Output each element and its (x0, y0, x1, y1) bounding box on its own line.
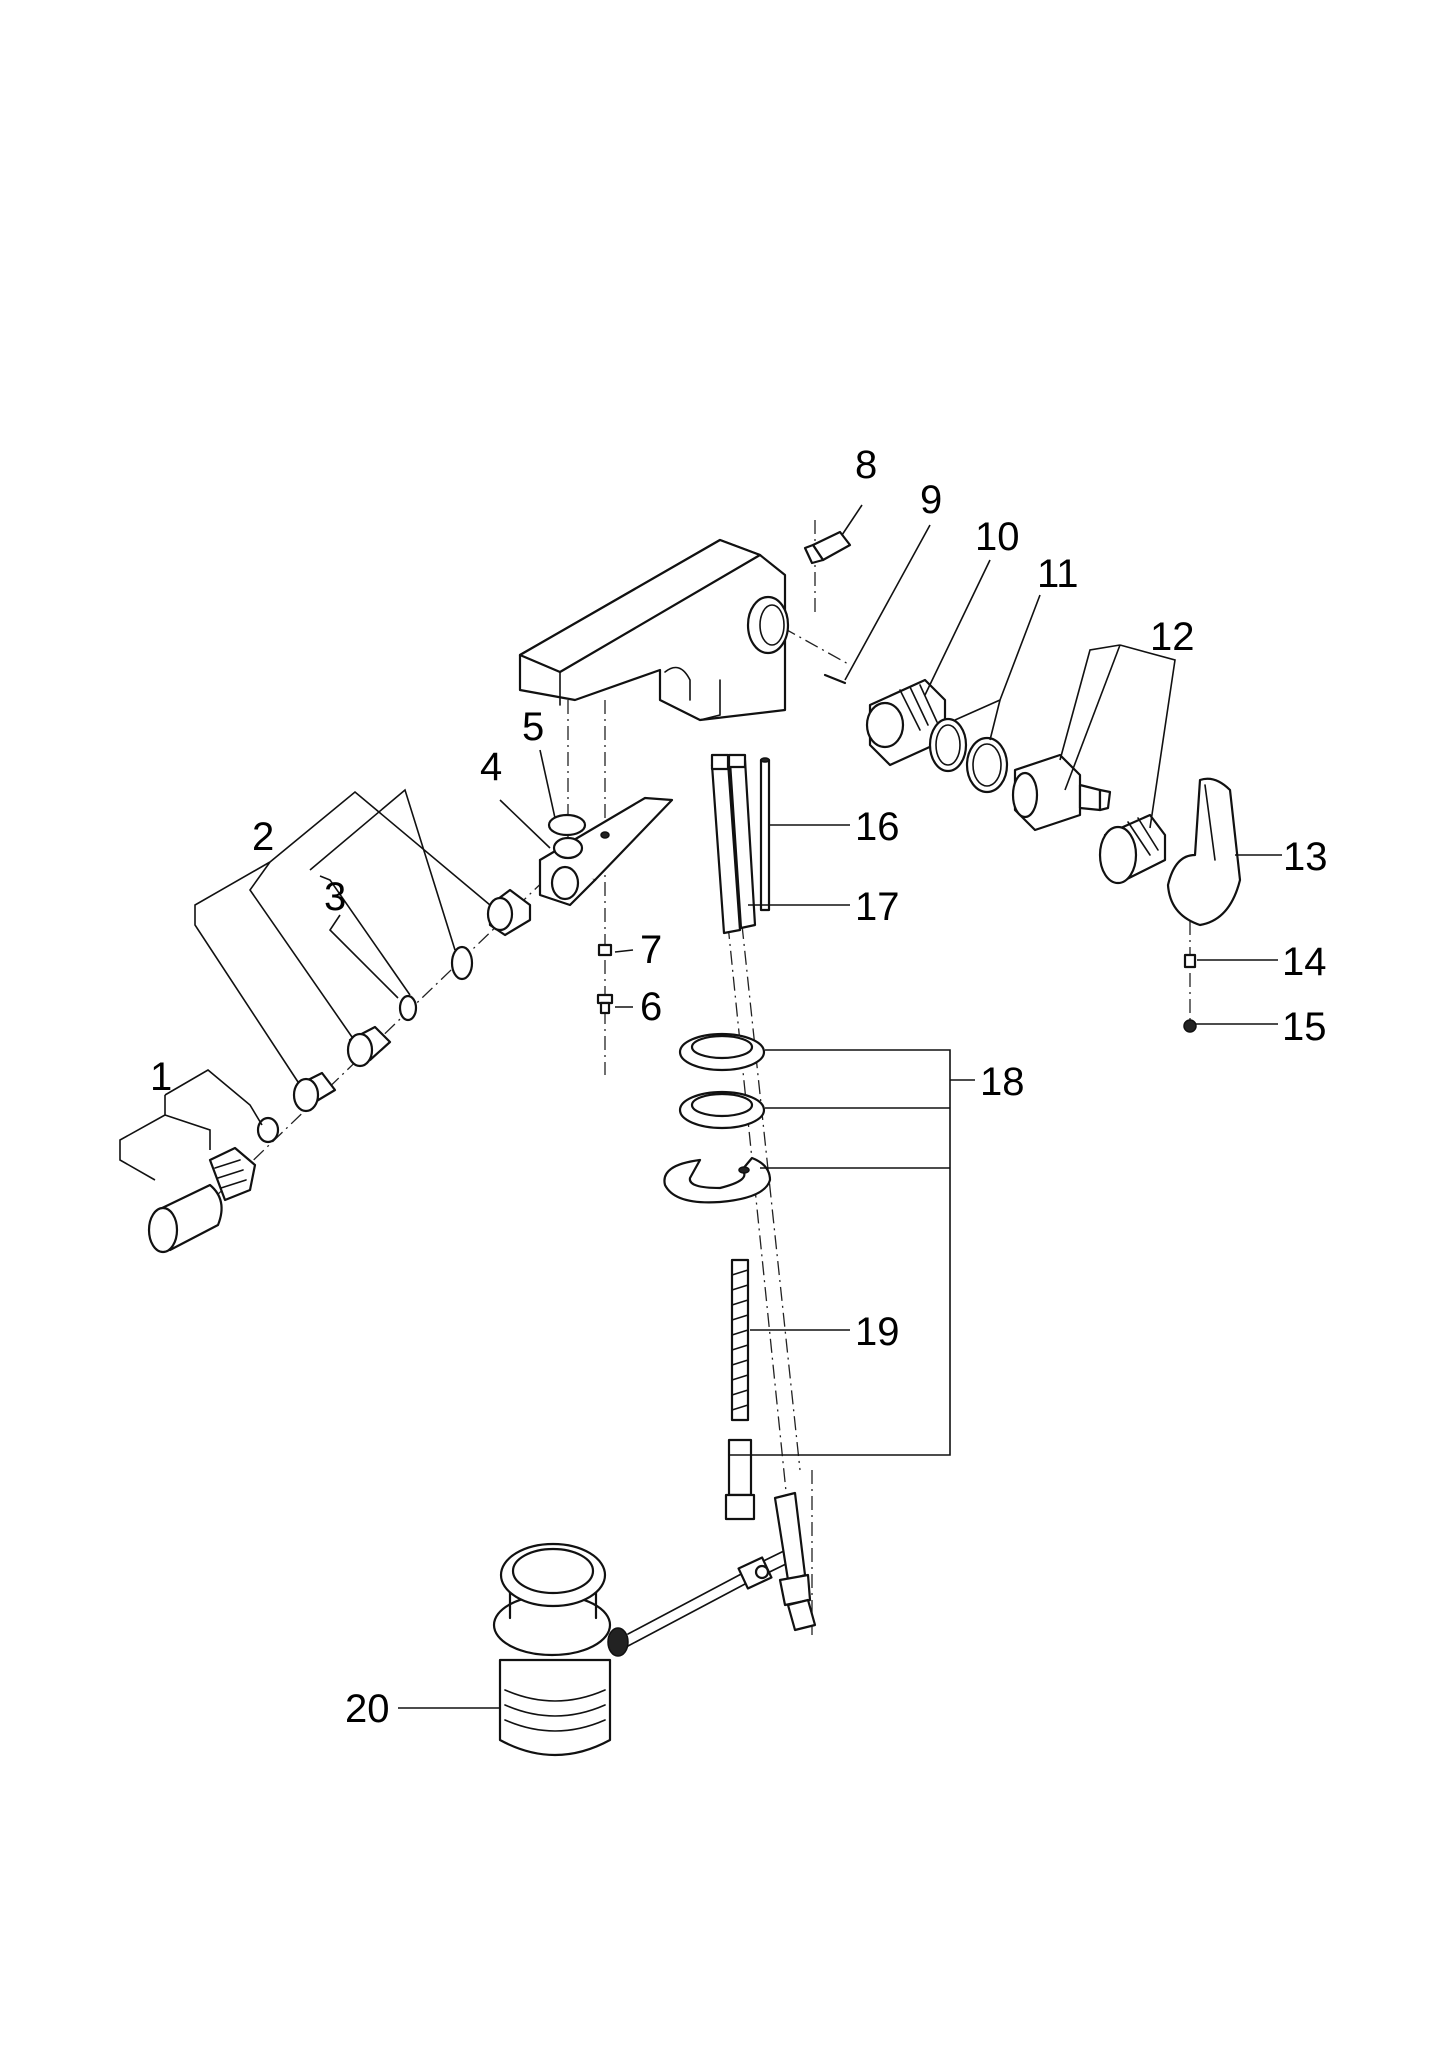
callout-7: 7 (640, 928, 662, 972)
part-4-spout-insert (538, 796, 674, 907)
callout-2: 2 (252, 815, 274, 859)
part-20-drain-valve (492, 1542, 791, 1756)
callout-17: 17 (855, 885, 900, 929)
callout-9: 9 (920, 478, 942, 522)
callout-6: 6 (640, 985, 662, 1029)
part-14-grub-screw (1183, 953, 1197, 969)
part-13-lever (1166, 777, 1242, 927)
part-8-cap (803, 530, 852, 565)
callout-18: 18 (980, 1060, 1025, 1104)
callout-3: 3 (324, 875, 346, 919)
callout-20: 20 (345, 1687, 390, 1731)
callout-1: 1 (150, 1055, 172, 1099)
part-7-screw (597, 943, 613, 957)
callout-12: 12 (1150, 615, 1195, 659)
callout-16: 16 (855, 805, 900, 849)
callout-10: 10 (975, 515, 1020, 559)
callout-11: 11 (1037, 552, 1079, 596)
callout-13: 13 (1283, 835, 1328, 879)
part-12-cartridge (1011, 753, 1167, 885)
callout-19: 19 (855, 1310, 900, 1354)
callout-14: 14 (1282, 940, 1327, 984)
part-6-screw (596, 993, 614, 1015)
part-9-pin (823, 673, 847, 685)
part-19-lift-rod (724, 1258, 817, 1632)
callout-labels: 1 2 3 4 5 6 7 8 9 10 11 12 13 14 15 16 1… (150, 443, 1328, 1731)
part-5-seal (547, 813, 587, 837)
callout-15: 15 (1282, 1005, 1327, 1049)
part-1-aerator (147, 1146, 257, 1254)
part-15-plug (1183, 1019, 1197, 1033)
part-11-o-rings (928, 717, 1009, 794)
part-10-nut (865, 678, 947, 767)
part-16-pull-rod (759, 757, 771, 912)
callout-8: 8 (855, 443, 877, 487)
callout-5: 5 (522, 705, 544, 749)
leader-lines (119, 504, 1282, 1709)
part-18-fixing-set (663, 1032, 772, 1204)
part-2-aerator-parts (256, 888, 532, 1144)
callout-4: 4 (480, 745, 502, 789)
faucet-body (518, 538, 790, 722)
part-17-supply-hoses (710, 753, 757, 935)
